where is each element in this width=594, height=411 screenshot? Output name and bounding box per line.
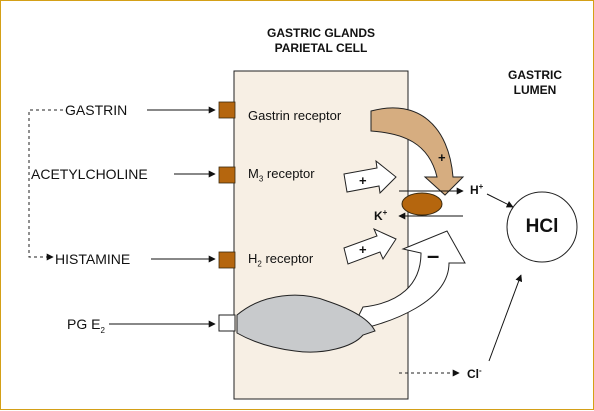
acetylcholine-label: ACETYLCHOLINE xyxy=(31,167,148,181)
h2-receptor-label: H2 receptor xyxy=(248,252,313,269)
gastrin-receptor-label: Gastrin receptor xyxy=(248,109,341,122)
gastric-lumen-label-line1: GASTRIC xyxy=(497,69,573,81)
k-ion-main: K xyxy=(374,209,383,223)
m3-plus-sign: + xyxy=(359,174,367,187)
h-ion-sup: + xyxy=(479,182,484,191)
h-to-hcl-arrow xyxy=(487,194,513,207)
h-ion-label: H+ xyxy=(470,183,483,196)
proton-pump xyxy=(402,193,442,215)
h2-receptor-rest: receptor xyxy=(262,251,313,266)
h-ion-main: H xyxy=(470,183,479,197)
m3-receptor-main: M xyxy=(248,166,259,181)
gastrin-label: GASTRIN xyxy=(65,103,127,117)
h2-receptor-square xyxy=(219,252,235,268)
chloride-label: Cl- xyxy=(467,367,482,380)
gastrin-receptor-square xyxy=(219,102,235,118)
pge2-label-subscript: 2 xyxy=(100,326,104,335)
k-ion-label: K+ xyxy=(374,209,387,222)
gastrin-plus-sign: + xyxy=(438,151,446,164)
hcl-label: HCl xyxy=(507,217,577,236)
pge2-label-main: PG E xyxy=(67,316,100,332)
inhibition-minus-sign: – xyxy=(427,245,439,267)
h2-receptor-main: H xyxy=(248,251,257,266)
m3-receptor-label: M3 receptor xyxy=(248,167,315,184)
chloride-sup: - xyxy=(479,366,482,375)
histamine-label: HISTAMINE xyxy=(55,252,130,266)
h2-plus-sign: + xyxy=(359,243,367,256)
header-gastric-glands: GASTRIC GLANDS xyxy=(234,27,408,39)
chloride-main: Cl xyxy=(467,367,479,381)
header-parietal-cell: PARIETAL CELL xyxy=(234,42,408,54)
k-ion-sup: + xyxy=(383,208,388,217)
gastrin-histamine-dashed-line xyxy=(29,110,63,257)
m3-receptor-square xyxy=(219,167,235,183)
pge2-label: PG E2 xyxy=(67,317,105,335)
cl-to-hcl-arrow xyxy=(489,275,521,361)
pge2-receptor-square xyxy=(219,315,235,331)
gastric-lumen-label-line2: LUMEN xyxy=(497,84,573,96)
m3-receptor-rest: receptor xyxy=(263,166,314,181)
